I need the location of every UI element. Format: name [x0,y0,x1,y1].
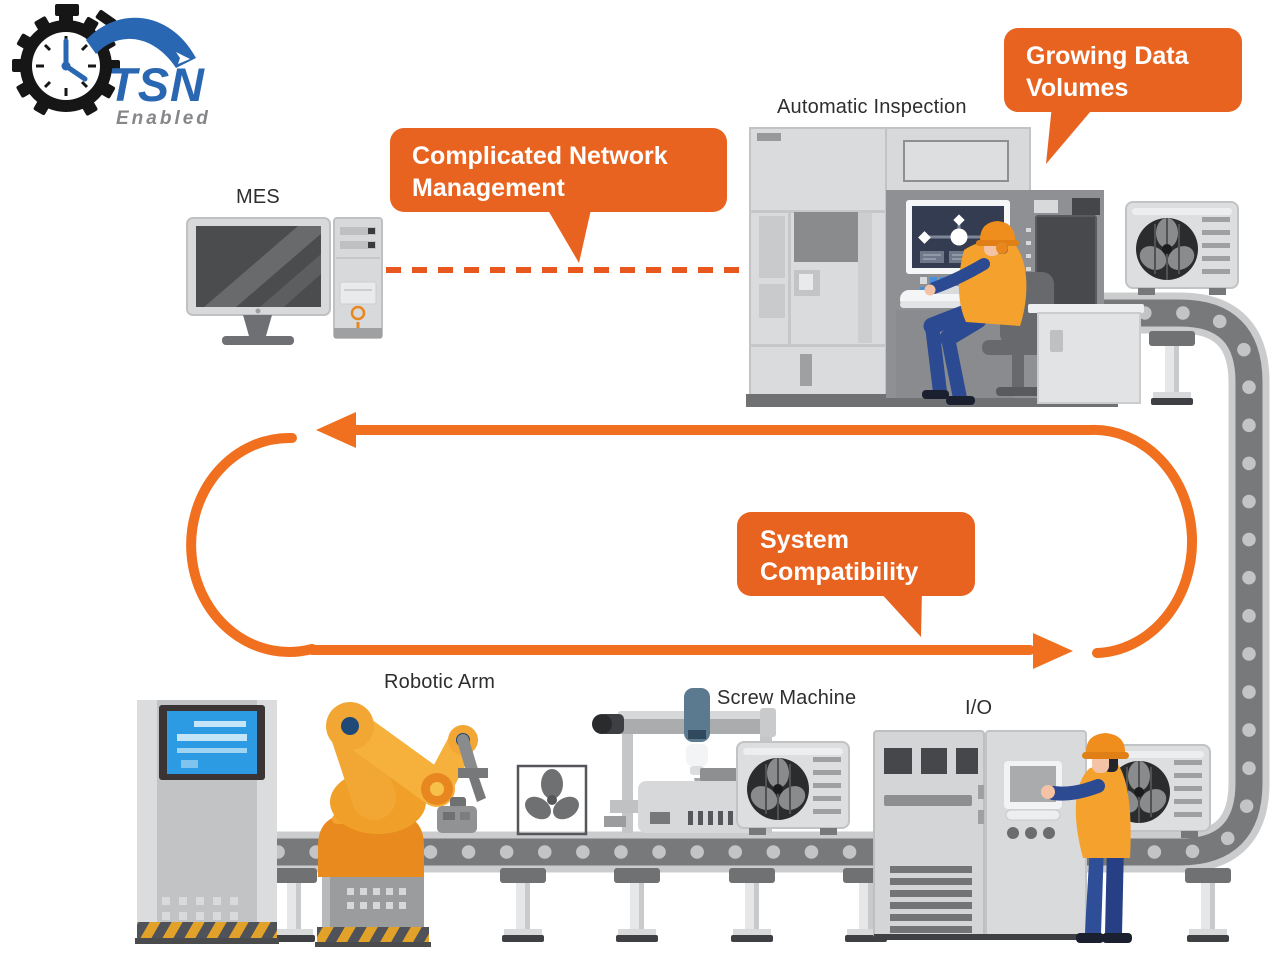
automatic-inspection-label: Automatic Inspection [777,96,967,118]
side-cabinet [1028,304,1144,404]
logo-plane-icon [176,52,190,64]
callout-data-volumes-text: Growing Data Volumes [1026,42,1189,102]
standing-worker [1041,733,1132,943]
callout-system-compatibility [737,512,975,637]
fan-unit-top [1125,201,1239,296]
mes-monitor [186,217,331,345]
mes-tower [333,217,383,339]
tsn-logo: TSN Enabled [12,4,211,129]
conveyor-legs [271,331,1231,942]
robotic-arm [315,702,488,947]
kiosk-screen [159,705,265,780]
robot-gripper [458,768,488,802]
fan-part [516,764,588,836]
logo-subtitle: Enabled [116,108,211,129]
loop-arrow-right-icon [1033,633,1073,669]
gear-clock-icon [12,4,120,116]
logo-title: TSN [108,58,205,111]
workpiece [437,797,477,833]
robotic-arm-label: Robotic Arm [384,671,496,693]
kiosk [135,700,279,944]
loop-arrow-left-icon [316,412,356,448]
inspection-station [746,127,1144,407]
io-label: I/O [965,697,993,719]
flow-loop [186,412,1197,669]
conveyor [260,292,1270,942]
screw-machine [592,688,776,833]
callout-network-management-text: Complicated Network Management [412,142,668,202]
mes-label: MES [236,186,280,208]
callout-network-management [390,128,727,263]
seated-worker [922,221,1027,405]
io-cabinets [873,730,1087,940]
callout-system-compatibility-text: System Compatibility [760,526,919,586]
loop-right-cap [1085,424,1197,658]
screw-machine-label: Screw Machine [717,687,857,709]
conveyor-rollers [271,306,1256,859]
inspection-cabinet [746,127,888,407]
callout-data-volumes [1004,28,1242,164]
mes-station [186,217,383,345]
loop-left-cap [186,432,317,657]
logo-swoosh [86,17,196,68]
fan-unit-middle [736,741,850,836]
